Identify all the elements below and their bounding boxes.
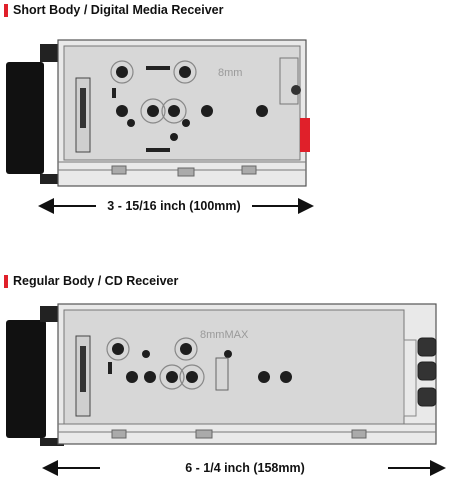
rca-connector xyxy=(417,337,437,357)
section-header-short: Short Body / Digital Media Receiver xyxy=(4,3,223,17)
red-connector xyxy=(300,118,310,152)
embossed-mark: 8mmMAX xyxy=(200,329,249,341)
section-title-regular: Regular Body / CD Receiver xyxy=(13,274,179,288)
regular-body-diagram: 8mmMAX xyxy=(6,303,437,446)
dimension-arrow-regular xyxy=(42,460,446,476)
faceplate xyxy=(6,62,44,174)
embossed-mark: 8mm xyxy=(218,67,242,79)
section-title-short: Short Body / Digital Media Receiver xyxy=(13,3,224,17)
dimension-text-short: 3 - 15/16 inch (100mm) xyxy=(107,199,241,213)
short-body-diagram: 8mm xyxy=(6,39,310,187)
section-header-regular: Regular Body / CD Receiver xyxy=(4,274,178,288)
faceplate xyxy=(6,320,46,438)
accent-bar xyxy=(4,274,8,288)
accent-bar xyxy=(4,3,8,17)
rca-connector xyxy=(417,361,437,381)
rca-connector xyxy=(417,387,437,407)
dimension-text-regular: 6 - 1/4 inch (158mm) xyxy=(185,461,305,475)
dimension-arrow-short xyxy=(38,198,314,214)
